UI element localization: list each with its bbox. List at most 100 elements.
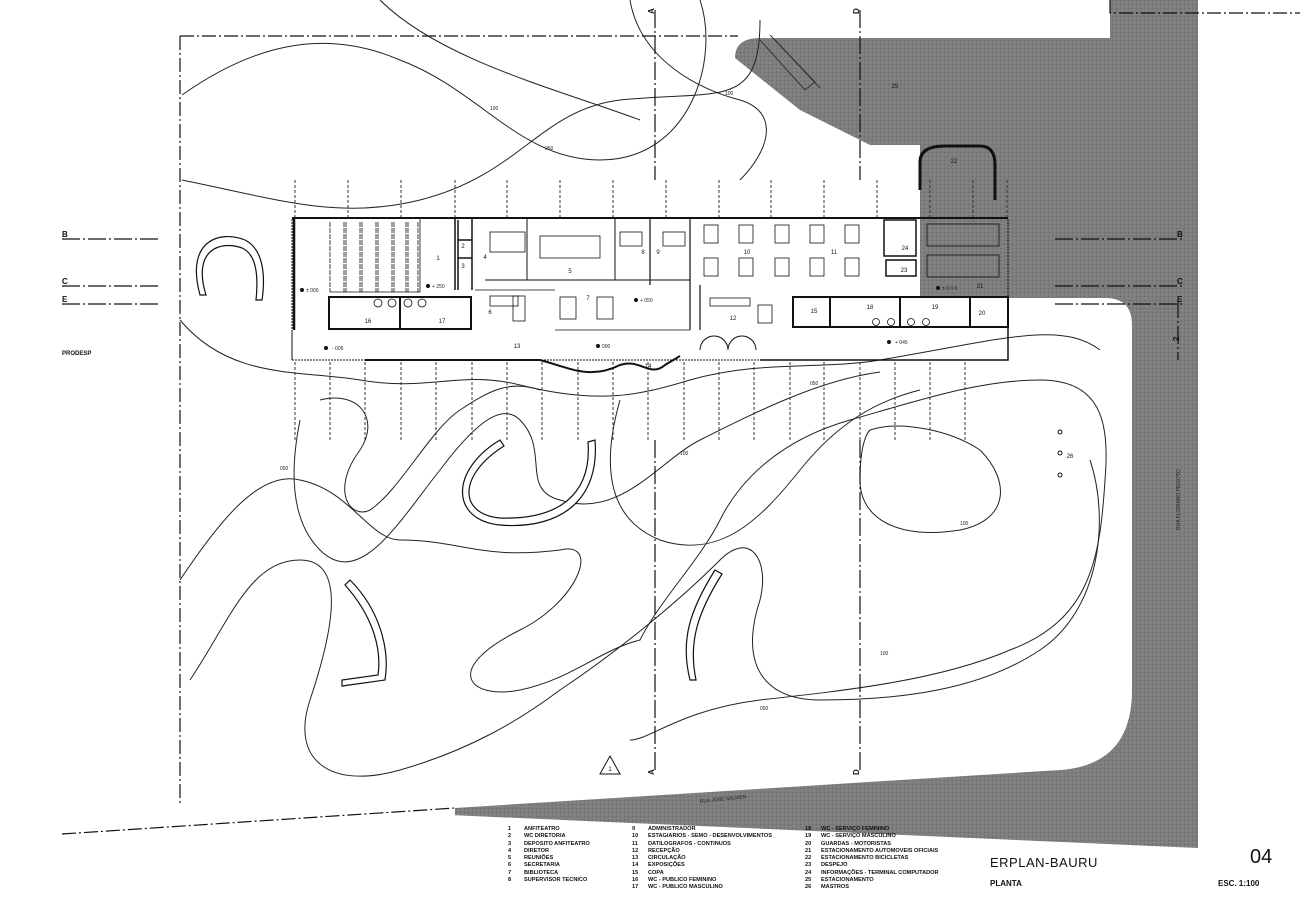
svg-text:6: 6 xyxy=(488,310,492,316)
svg-text:10: 10 xyxy=(744,250,751,256)
svg-text:25: 25 xyxy=(892,84,899,90)
svg-text:C: C xyxy=(1177,277,1183,286)
svg-text:B: B xyxy=(62,230,68,239)
svg-text:± 0 0 0: ± 0 0 0 xyxy=(942,286,957,292)
svg-text:100: 100 xyxy=(680,451,689,457)
parking-space xyxy=(926,223,1000,247)
svg-text:050: 050 xyxy=(545,146,554,152)
property-line xyxy=(61,0,1300,835)
contour-labels: 100 050 100 050 050 100 100 050 100 xyxy=(280,91,969,712)
svg-text:5: 5 xyxy=(568,269,572,275)
svg-text:D: D xyxy=(852,8,861,14)
svg-text:8: 8 xyxy=(641,250,645,256)
parked-vehicles xyxy=(759,34,821,91)
svg-text:4: 4 xyxy=(483,255,487,261)
svg-text:17: 17 xyxy=(439,319,446,325)
project-title: ERPLAN-BAURU xyxy=(990,855,1098,870)
svg-text:24: 24 xyxy=(902,246,909,252)
svg-text:+ 050: + 050 xyxy=(640,298,653,304)
svg-text:13: 13 xyxy=(514,344,521,350)
svg-text:15: 15 xyxy=(811,309,818,315)
svg-text:1: 1 xyxy=(608,767,612,773)
office-desks xyxy=(489,224,860,324)
drawing-type: PLANTA xyxy=(990,879,1022,888)
svg-text:11: 11 xyxy=(831,250,838,256)
level-markers: ± 000 + 250 + 050 - 005 000 + 045 ± 0 0 … xyxy=(300,284,957,352)
svg-text:D: D xyxy=(852,769,861,775)
garden-walls xyxy=(195,236,723,687)
svg-text:2: 2 xyxy=(1172,336,1181,341)
svg-text:100: 100 xyxy=(490,106,499,112)
svg-text:E: E xyxy=(1177,295,1183,304)
svg-text:E: E xyxy=(62,295,68,304)
svg-text:050: 050 xyxy=(760,706,769,712)
svg-text:19: 19 xyxy=(932,305,939,311)
svg-text:100: 100 xyxy=(725,91,734,97)
svg-text:- 005: - 005 xyxy=(332,346,344,352)
svg-text:C: C xyxy=(62,277,68,286)
svg-text:18: 18 xyxy=(867,305,874,311)
orientation-triangle-marker: 1 xyxy=(599,754,621,775)
sheet-number: 04 xyxy=(1250,846,1273,868)
svg-text:± 000: ± 000 xyxy=(306,288,319,294)
svg-text:000: 000 xyxy=(602,344,611,350)
svg-text:21: 21 xyxy=(977,284,984,290)
svg-text:14: 14 xyxy=(645,364,652,370)
svg-text:22: 22 xyxy=(951,159,958,165)
svg-text:3: 3 xyxy=(461,264,465,270)
svg-text:050: 050 xyxy=(280,466,289,472)
room-numbers: 1 2 3 4 5 6 7 8 9 10 11 12 13 14 15 16 1… xyxy=(365,84,1074,460)
drawing-scale: ESC. 1:100 xyxy=(1218,879,1260,888)
svg-text:100: 100 xyxy=(960,521,969,527)
svg-text:B: B xyxy=(1177,230,1183,239)
parking-area xyxy=(920,145,1008,298)
section-labels: A A D D B C E B C E 2 xyxy=(62,8,1183,775)
auditorium-seats xyxy=(329,222,419,292)
svg-text:12: 12 xyxy=(730,316,737,322)
street-name-right: RUA FLORIANO PEIXOTO xyxy=(1176,469,1182,530)
parking-curb xyxy=(918,144,997,200)
svg-text:A: A xyxy=(647,769,656,775)
svg-text:+ 250: + 250 xyxy=(432,284,445,290)
svg-text:A: A xyxy=(647,8,656,14)
svg-text:050: 050 xyxy=(810,381,819,387)
flag-masts xyxy=(1057,429,1063,478)
svg-text:20: 20 xyxy=(979,311,986,317)
svg-text:16: 16 xyxy=(365,319,372,325)
svg-text:23: 23 xyxy=(901,268,908,274)
svg-text:7: 7 xyxy=(586,296,590,302)
section-lines xyxy=(62,10,1185,770)
svg-text:100: 100 xyxy=(880,651,889,657)
svg-text:+ 045: + 045 xyxy=(895,340,908,346)
svg-text:9: 9 xyxy=(656,250,660,256)
svg-text:26: 26 xyxy=(1067,454,1074,460)
parking-space xyxy=(926,254,1000,278)
prodesp-label: PRODESP xyxy=(62,351,92,357)
svg-text:2: 2 xyxy=(461,244,465,250)
